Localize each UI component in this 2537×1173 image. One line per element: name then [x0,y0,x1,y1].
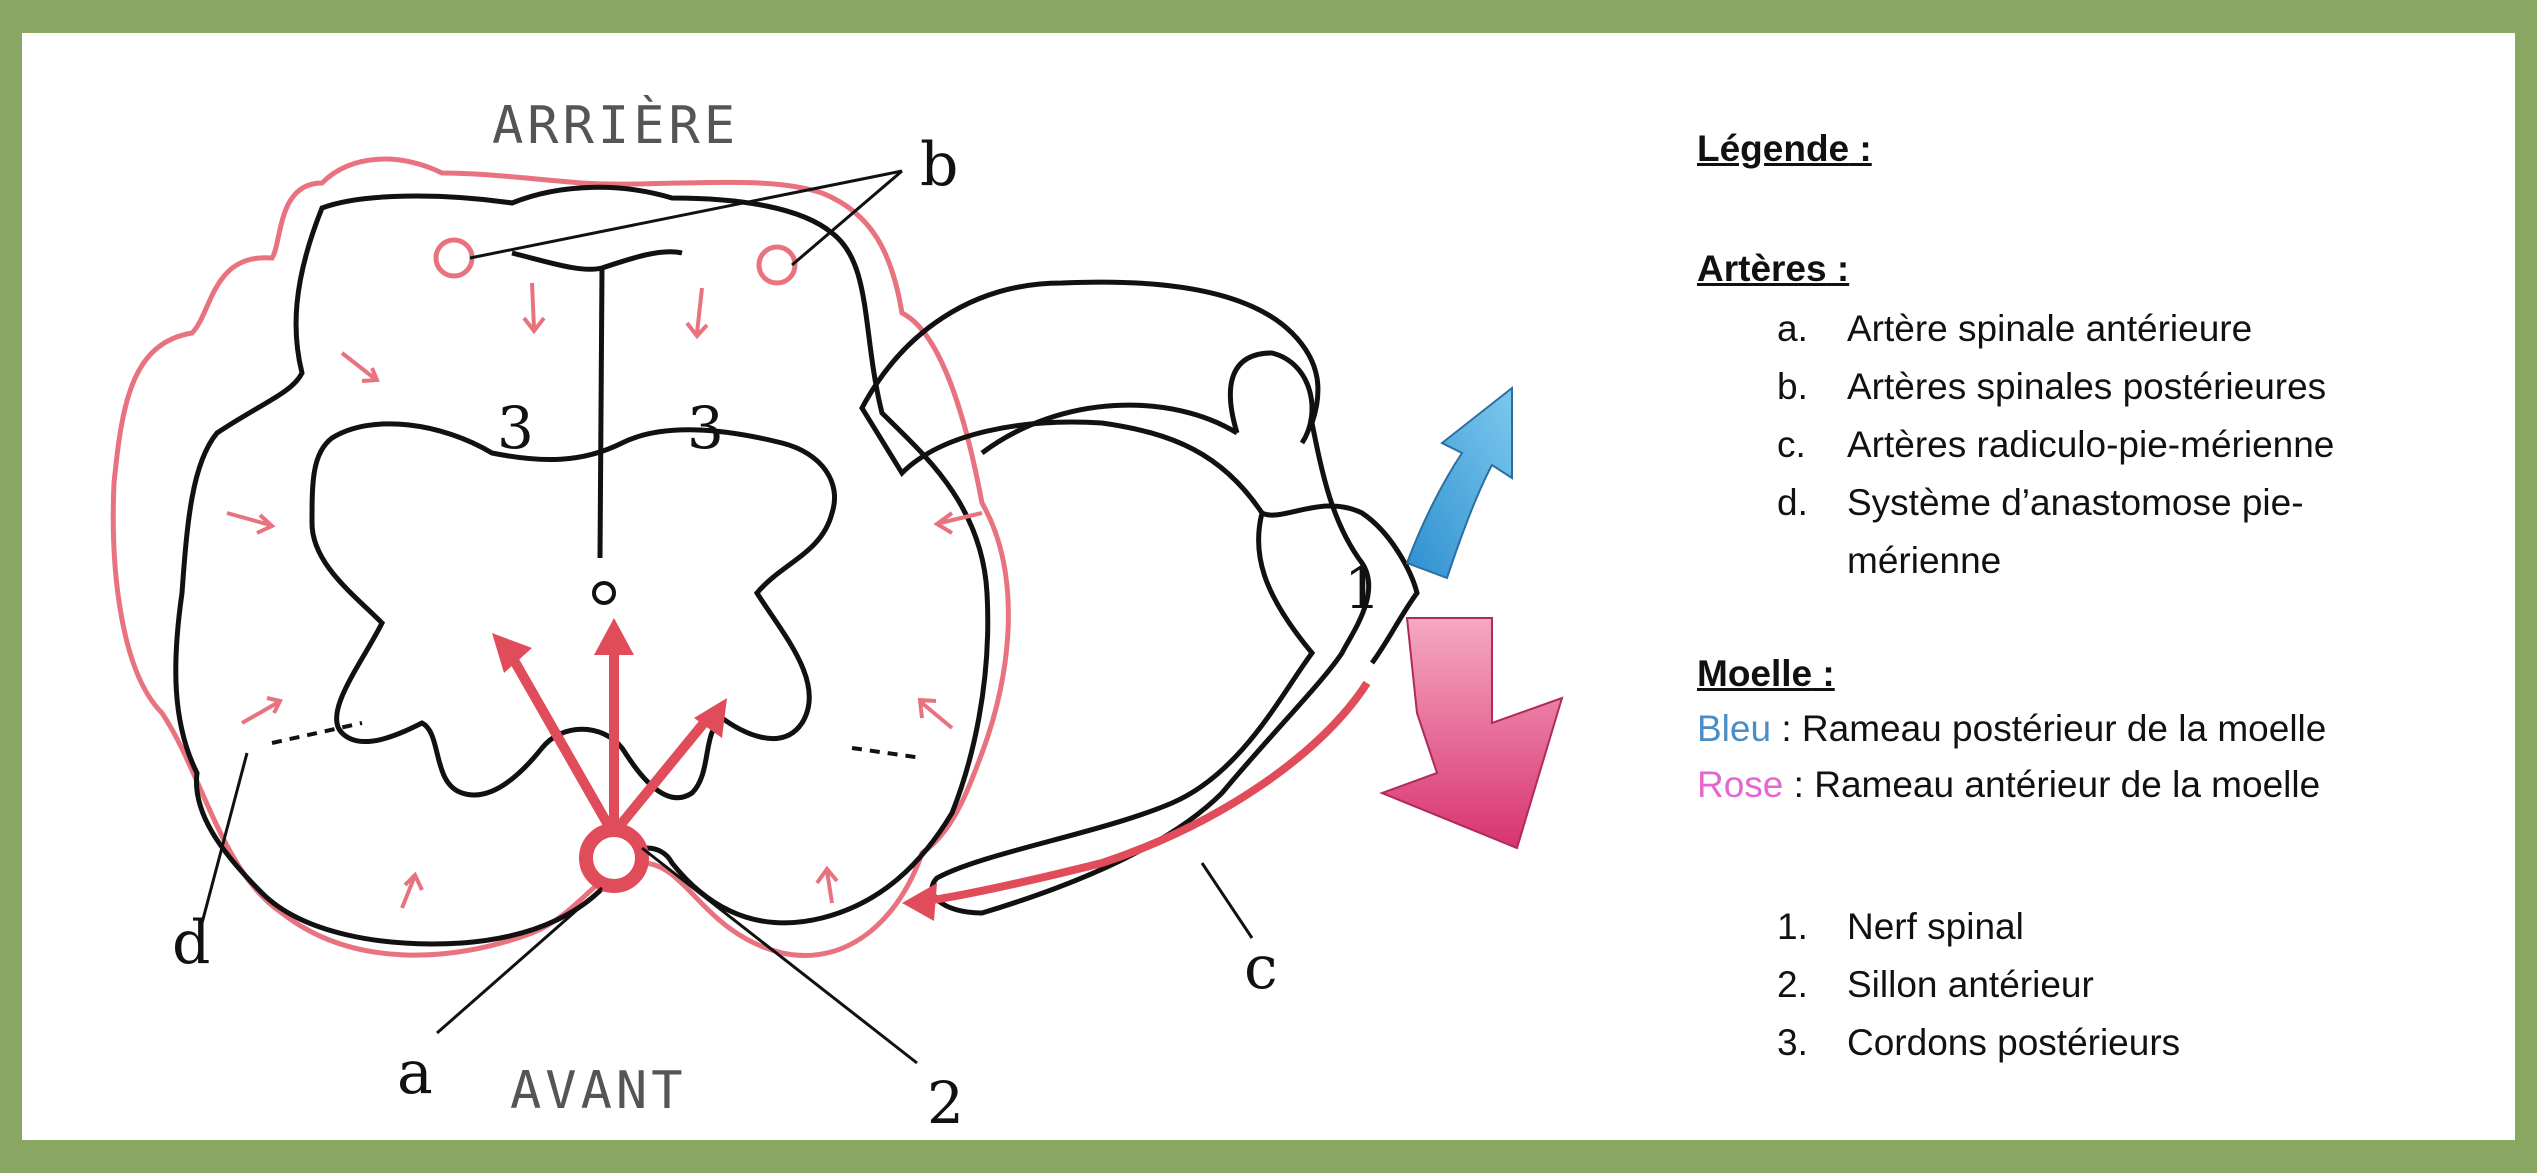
spinal-nerve [859,279,1372,916]
bleu-text: : Rameau postérieur de la moelle [1771,708,2327,749]
central-branch-arrows [502,633,717,828]
posterior-spinal-artery-left [433,237,475,279]
anterior-branch-arrow [1379,617,1564,850]
central-canal [592,581,616,605]
rose-text: : Rameau antérieur de la moelle [1783,764,2321,805]
list-item: 2.Sillon antérieur [1777,964,2094,1005]
anterior-spinal-artery [579,823,649,893]
list-item: d.Système d’anastomose pie-mérienne [1777,482,2304,581]
anterior-label: AVANT [510,1061,687,1121]
posterior-spinal-artery-right [756,244,798,286]
content-panel: ARRIÈRE AVANT b a d c 1 2 3 3 Légende : … [22,33,2515,1140]
leader-lines [200,169,1254,1065]
letter-a: a [397,1038,433,1108]
number-1: 1 [1344,554,1381,622]
rose-row: Rose : Rameau antérieur de la moelle [1697,757,2326,813]
pia-mater-contour [110,156,1011,958]
list-item: b.Artères spinales postérieures [1777,366,2327,407]
bleu-row: Bleu : Rameau postérieur de la moelle [1697,701,2326,757]
posterior-label: ARRIÈRE [492,95,739,156]
moelle-heading: Moelle [1697,653,1813,694]
legend-title-colon: : [1849,128,1872,169]
arteres-section: Artères : a.Artère spinale antérieure b.… [1697,248,2337,590]
list-item: 1.Nerf spinal [1777,906,2024,947]
number-2: 2 [927,1069,964,1137]
letter-b: b [920,130,958,200]
rose-word: Rose [1697,764,1784,805]
posterior-branch-arrow [1405,385,1513,580]
list-item: 3.Cordons postérieurs [1777,1022,2181,1063]
arteres-heading: Artères [1697,248,1827,289]
bleu-word: Bleu [1697,708,1772,749]
moelle-heading-colon: : [1812,653,1835,694]
number-3-right: 3 [687,394,724,462]
grey-matter [309,421,838,801]
letter-c: c [1244,933,1278,1003]
number-3-left: 3 [497,394,534,462]
letter-d: d [172,908,210,978]
arteres-list: a.Artère spinale antérieure b.Artères sp… [1777,300,2337,590]
radiculo-pial-artery [911,680,1371,907]
arteres-heading-colon: : [1826,248,1850,289]
legend: Légende : Artères : a.Artère spinale ant… [1697,128,2517,1063]
numbered-list: 1.Nerf spinal 2.Sillon antérieur 3.Cordo… [1777,898,2180,1072]
pial-branch-arrows [226,282,983,909]
numbered-section: 1.Nerf spinal 2.Sillon antérieur 3.Cordo… [1777,898,2180,1072]
spinal-cord-diagram: ARRIÈRE AVANT b a d c 1 2 3 3 [110,95,1564,1137]
list-item: a.Artère spinale antérieure [1777,308,2253,349]
list-item: c.Artères radiculo-pie-mérienne [1777,424,2335,465]
posterior-septum [597,267,605,559]
moelle-section: Moelle : Bleu : Rameau postérieur de la … [1697,653,2326,813]
legend-title: Légende [1697,128,1850,169]
spinal-cord-outline [173,184,991,947]
